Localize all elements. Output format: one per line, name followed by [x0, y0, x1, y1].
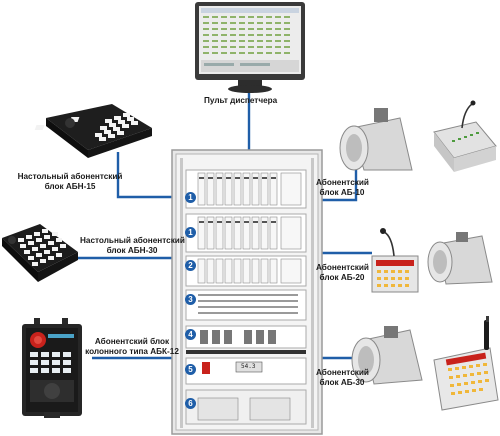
horn-speaker-1: [339, 108, 413, 171]
ab30-equipment: [351, 316, 499, 411]
connector-lines: [75, 92, 372, 360]
label-ab10-line1: Абонентский: [316, 178, 369, 187]
rack-module-badge: 6: [185, 398, 196, 409]
panel-ab20: [371, 228, 419, 293]
label-ab10-line2: блок АБ-10: [319, 188, 365, 197]
rack-module-badge: 1: [185, 227, 196, 238]
line-abn15: [116, 152, 178, 199]
column-unit-abk12: [22, 318, 82, 418]
rack-module-badge: 3: [185, 294, 196, 305]
rack-module-badge: 1: [185, 192, 196, 203]
label-dispatcher-console: Пульт диспетчера: [204, 96, 278, 105]
label-abn30-line1: Настольный абонентский: [80, 236, 185, 245]
horn-speaker-3: [351, 326, 423, 385]
desk-unit-abn30: [2, 224, 78, 282]
horn-speaker-2: [427, 232, 493, 285]
equipment-rack: [171, 149, 323, 435]
label-abn15-line2: блок АБН-15: [44, 182, 96, 191]
ab10-equipment: [339, 100, 497, 172]
label-abk12: Абонентский блок колонного типа АБК-12: [84, 337, 180, 357]
label-ab30-line1: Абонентский: [316, 368, 369, 377]
label-ab20-line1: Абонентский: [316, 263, 369, 272]
rack-module-badge: 4: [185, 329, 196, 340]
label-abn15: Настольный абонентский блок АБН-15: [16, 172, 124, 192]
ab20-equipment: [371, 228, 493, 293]
line-ab10: [318, 168, 358, 202]
power-display: 54.3: [241, 363, 256, 370]
rack-module-badge: 2: [185, 260, 196, 271]
label-ab30-line2: блок АБ-30: [319, 378, 365, 387]
label-abn30: Настольный абонентский блок АБН-30: [80, 236, 185, 256]
dispatcher-monitor: [195, 2, 305, 93]
rack-module-badge: 5: [185, 364, 196, 375]
label-ab30: Абонентский блок АБ-30: [316, 368, 369, 388]
panel-ab10: [433, 100, 497, 172]
label-ab20-line2: блок АБ-20: [319, 273, 365, 282]
label-abk12-line1: Абонентский блок: [94, 337, 170, 346]
desk-unit-abn15: [34, 104, 152, 158]
label-ab10: Абонентский блок АБ-10: [316, 178, 369, 198]
label-abn15-line1: Настольный абонентский: [17, 172, 123, 181]
panel-ab30: [433, 316, 499, 411]
label-ab20: Абонентский блок АБ-20: [316, 263, 369, 283]
label-abk12-line2: колонного типа АБК-12: [85, 347, 179, 356]
label-abn30-line2: блок АБН-30: [106, 246, 158, 255]
